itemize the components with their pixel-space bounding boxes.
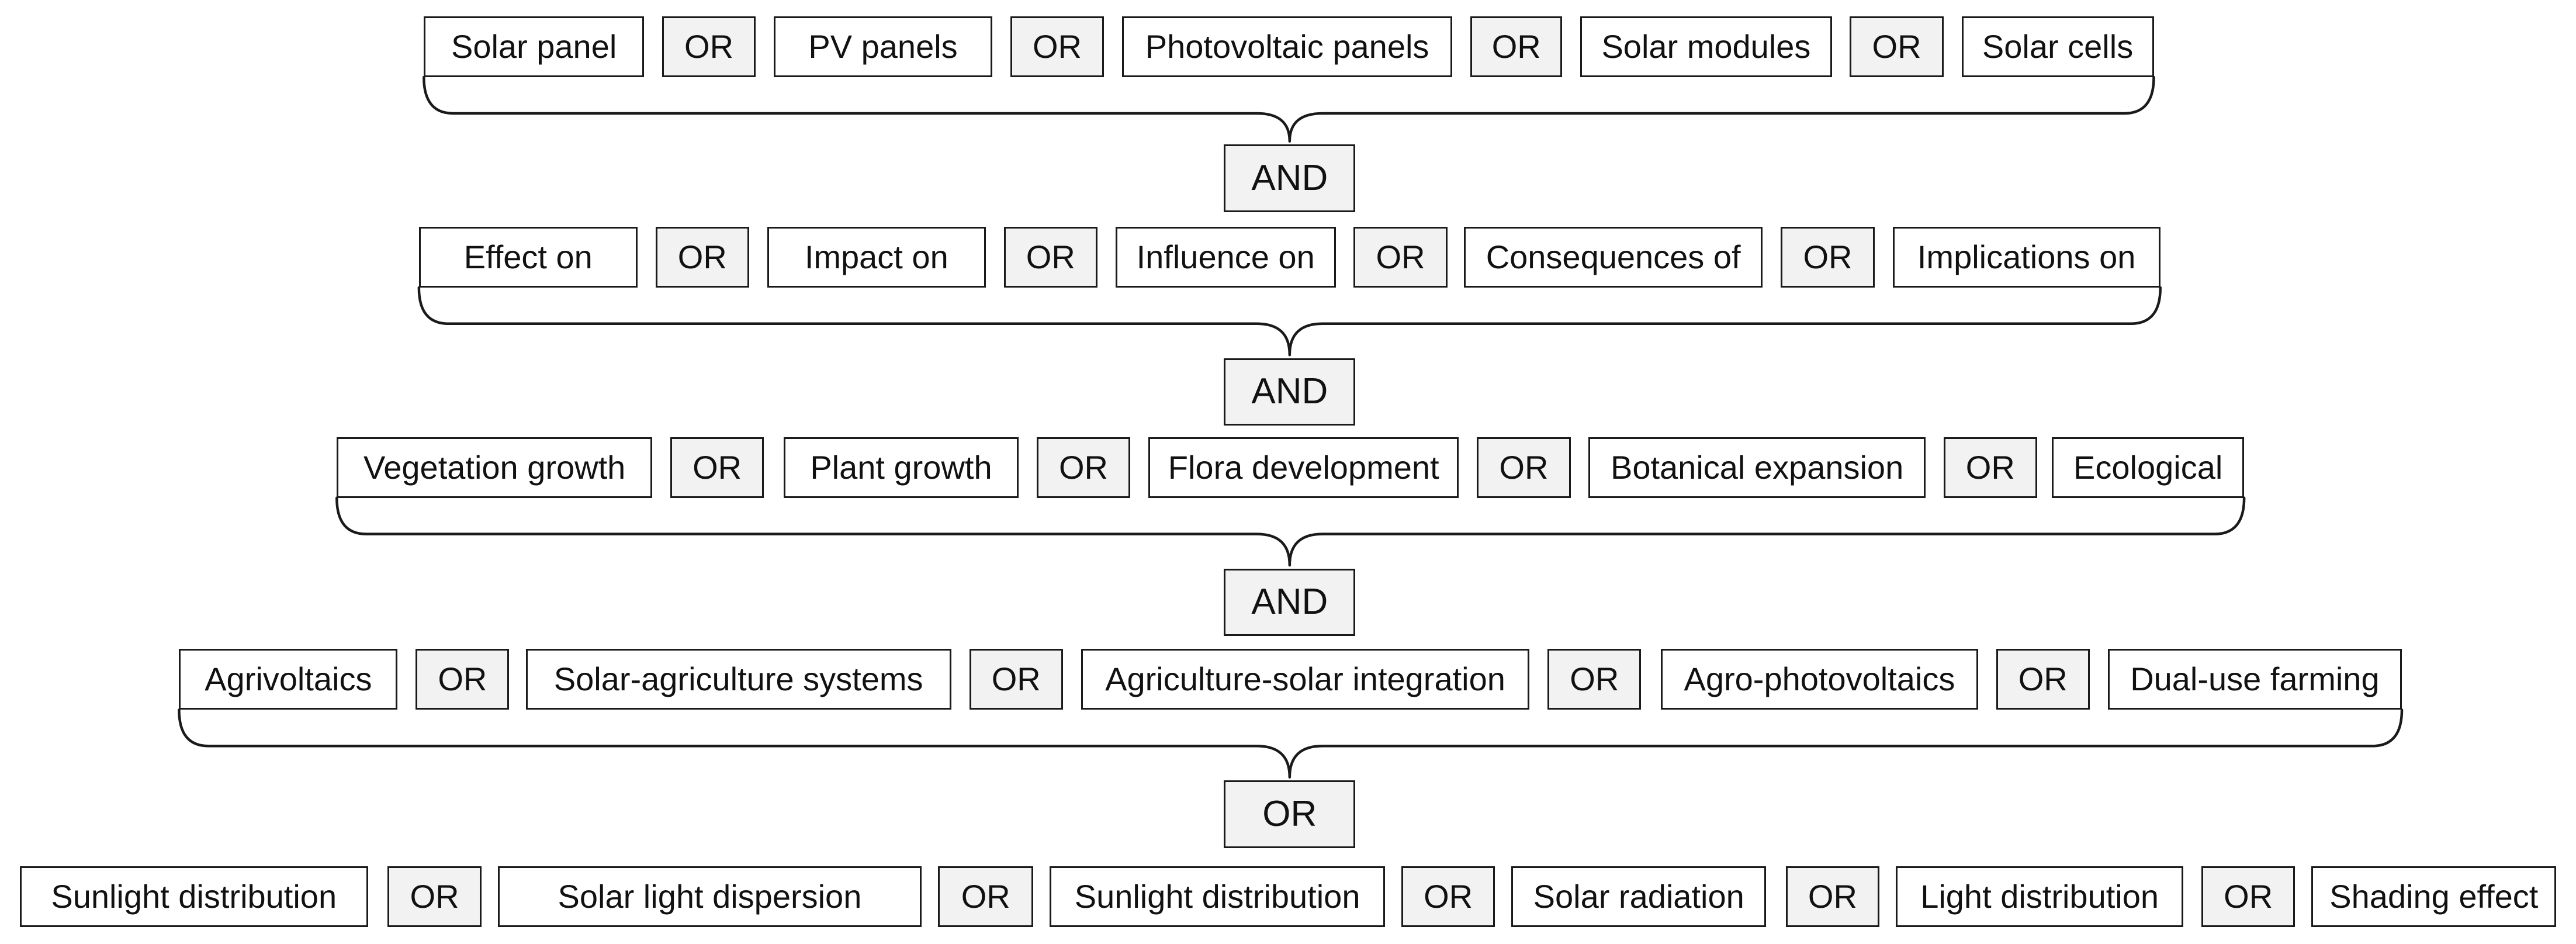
search-term-box: Solar modules (1580, 16, 1832, 78)
or-operator-box: OR (655, 226, 749, 288)
or-operator-box: OR (2201, 866, 2295, 927)
search-term-box: Effect on (418, 226, 638, 288)
logical-operator-box: AND (1224, 144, 1356, 212)
or-operator-box: OR (670, 437, 764, 498)
grouping-brace (335, 496, 2246, 567)
search-term-box: Solar panel (424, 16, 644, 78)
search-term-box: Solar-agriculture systems (525, 649, 951, 710)
search-term-box: Sunlight distribution (1050, 866, 1385, 927)
search-term-box: Photovoltaic panels (1122, 16, 1453, 78)
or-operator-box: OR (1477, 437, 1571, 498)
or-operator-box: OR (387, 866, 482, 927)
grouping-brace (178, 708, 2404, 779)
search-term-box: Agro-photovoltaics (1661, 649, 1978, 710)
logical-operator-box: AND (1224, 568, 1356, 636)
search-term-box: Agriculture-solar integration (1081, 649, 1530, 710)
or-operator-box: OR (1785, 866, 1880, 927)
search-term-box: Solar cells (1961, 16, 2154, 78)
search-term-box: PV panels (774, 16, 992, 78)
search-term-box: Ecological (2052, 437, 2245, 498)
search-term-box: Solar light dispersion (497, 866, 922, 927)
or-operator-box: OR (1353, 226, 1448, 288)
or-operator-box: OR (1850, 16, 1944, 78)
or-operator-box: OR (1781, 226, 1875, 288)
or-operator-box: OR (662, 16, 756, 78)
logical-operator-box: AND (1224, 358, 1356, 426)
search-term-box: Impact on (767, 226, 986, 288)
search-term-box: Sunlight distribution (19, 866, 368, 927)
search-term-box: Vegetation growth (337, 437, 653, 498)
search-term-box: Shading effect (2311, 866, 2557, 927)
grouping-brace (417, 286, 2162, 357)
or-operator-box: OR (1547, 649, 1642, 710)
or-operator-box: OR (1010, 16, 1105, 78)
search-term-box: Agrivoltaics (179, 649, 398, 710)
search-term-box: Implications on (1892, 226, 2160, 288)
grouping-brace (423, 75, 2155, 143)
logical-operator-box: OR (1224, 780, 1356, 848)
or-operator-box: OR (1470, 16, 1563, 78)
or-operator-box: OR (1996, 649, 2090, 710)
search-term-box: Solar radiation (1511, 866, 1767, 927)
or-operator-box: OR (1003, 226, 1097, 288)
or-operator-box: OR (1943, 437, 2037, 498)
or-operator-box: OR (938, 866, 1034, 927)
search-term-box: Flora development (1148, 437, 1459, 498)
or-operator-box: OR (416, 649, 510, 710)
search-term-box: Plant growth (783, 437, 1019, 498)
search-term-box: Botanical expansion (1588, 437, 1926, 498)
or-operator-box: OR (1036, 437, 1131, 498)
search-term-box: Influence on (1115, 226, 1336, 288)
search-term-box: Consequences of (1463, 226, 1763, 288)
search-term-box: Dual-use farming (2107, 649, 2402, 710)
search-term-box: Light distribution (1896, 866, 2184, 927)
or-operator-box: OR (969, 649, 1063, 710)
or-operator-box: OR (1401, 866, 1495, 927)
